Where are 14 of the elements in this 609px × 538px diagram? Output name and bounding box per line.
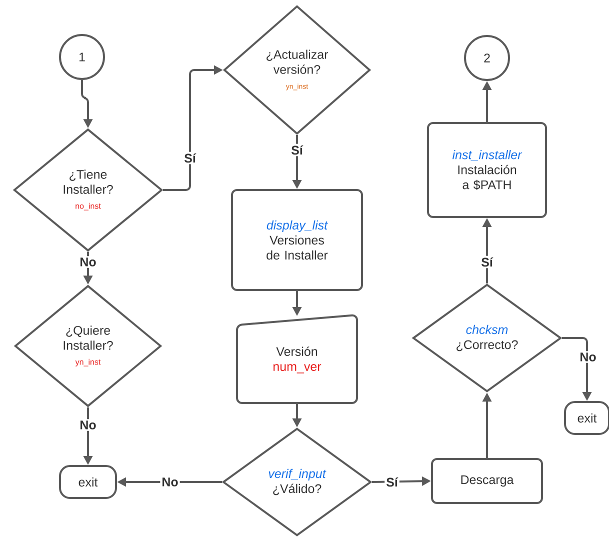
- process-box: inst_installer Instalación a $PATH: [427, 122, 547, 218]
- edge-label: Sí: [182, 152, 198, 164]
- process-box: display_list Versiones de Installer: [231, 189, 363, 291]
- terminal-box: exit: [59, 465, 117, 499]
- edge-label: No: [78, 419, 98, 431]
- edge-label: Sí: [290, 144, 304, 156]
- process-box: Descarga: [431, 458, 543, 504]
- input-box: Versión num_ver: [236, 314, 358, 404]
- edge-label: No: [578, 351, 598, 363]
- edge-label: No: [78, 256, 98, 268]
- terminal-box: exit: [564, 401, 609, 435]
- edge-label: Sí: [480, 256, 494, 268]
- edge-label: No: [160, 476, 180, 488]
- edge-label: Sí: [384, 476, 400, 488]
